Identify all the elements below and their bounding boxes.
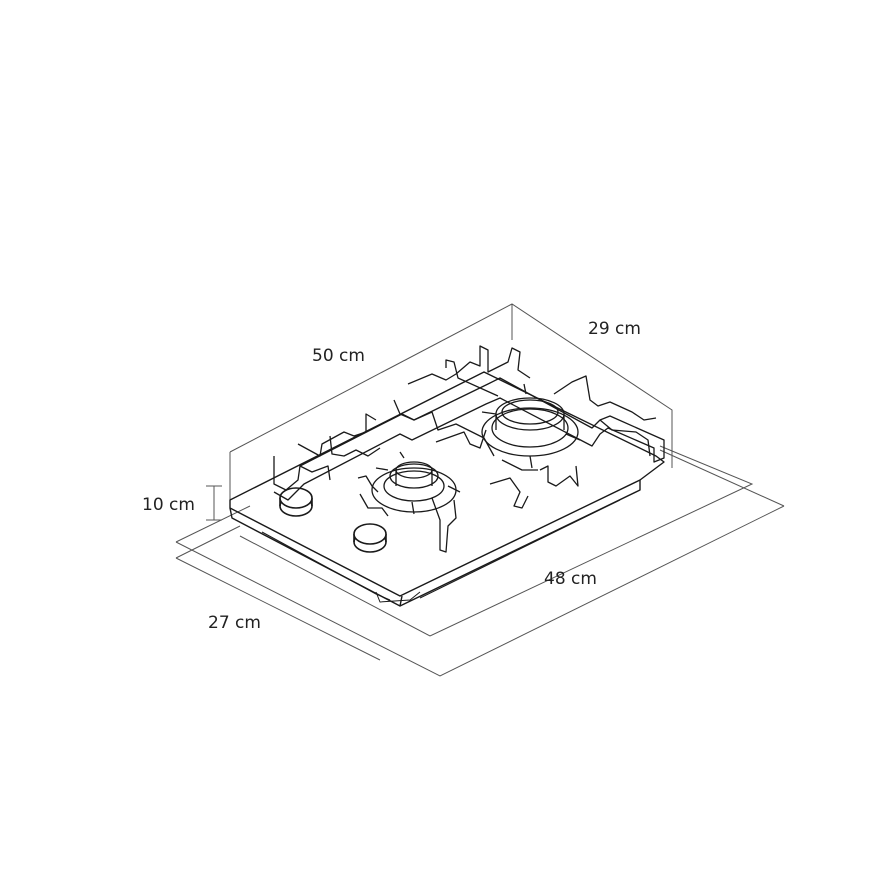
bounding-box-outline	[229, 303, 673, 508]
label-bounding-width: 50 cm	[312, 346, 365, 366]
pan-supports	[273, 345, 665, 553]
knob-left	[279, 487, 313, 517]
knob-right	[353, 523, 387, 553]
label-height: 10 cm	[142, 495, 195, 515]
dimension-labels: 50 cm 29 cm 10 cm 48 cm 27 cm	[142, 319, 641, 633]
dimension-lines	[175, 303, 785, 677]
width-dimension-line	[175, 449, 785, 677]
hob-underside-detail	[375, 591, 421, 603]
cutout-outline	[239, 445, 754, 637]
grate-frame	[273, 377, 665, 501]
height-dimension-line	[206, 485, 222, 521]
burner-large	[481, 397, 579, 457]
burner-small	[371, 461, 457, 513]
burners	[371, 397, 579, 513]
label-cutout-width: 48 cm	[544, 569, 597, 589]
label-bounding-depth: 29 cm	[588, 319, 641, 339]
label-cutout-depth: 27 cm	[208, 613, 261, 633]
hob-underside	[261, 499, 621, 601]
knobs	[279, 487, 387, 553]
